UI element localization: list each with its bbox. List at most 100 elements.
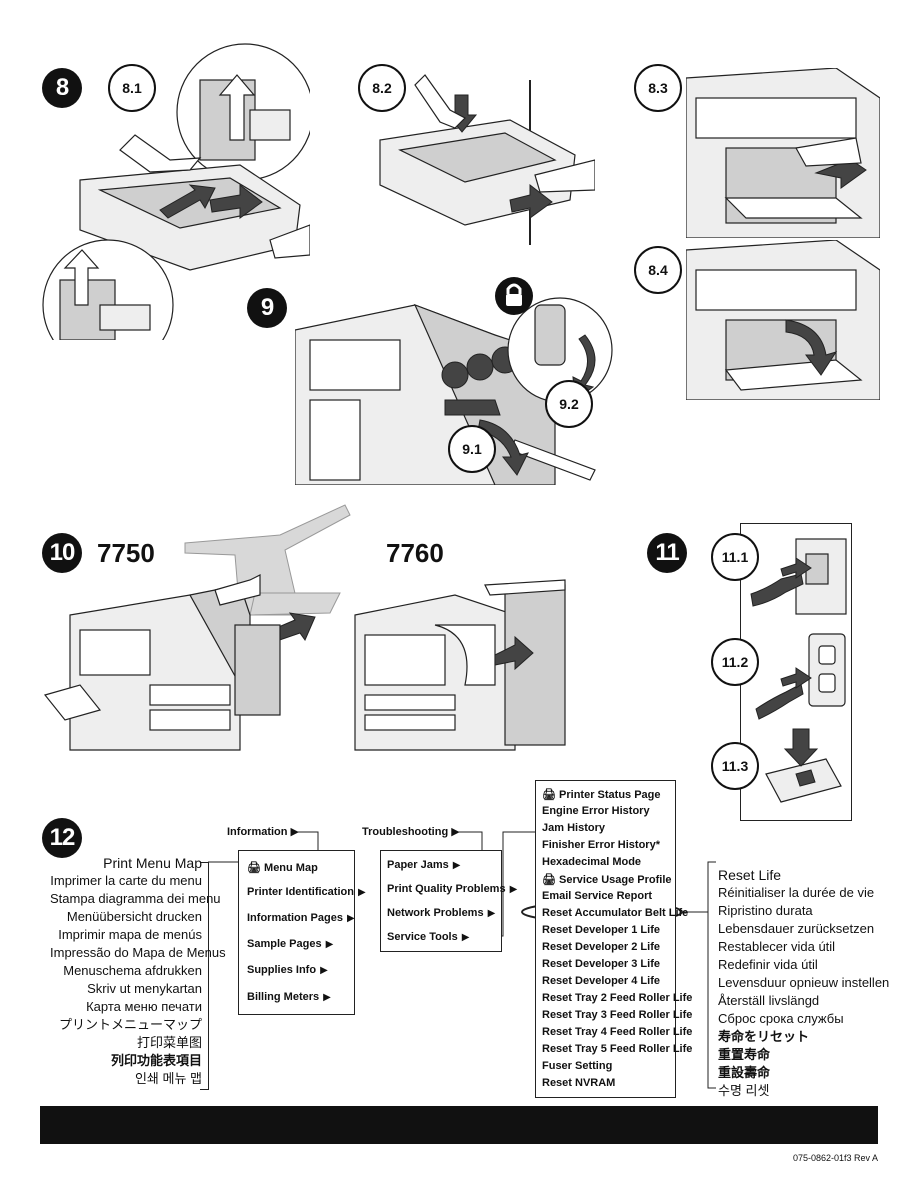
up-arrow-icon-2 [63,249,100,306]
chevron-right-icon: ▶ [461,932,470,943]
hand-left [119,134,202,173]
menu-item-reset-developer-4-life[interactable]: Reset Developer 4 Life [542,975,660,987]
menu-item-service-tools[interactable]: Service Tools▶ [387,931,470,943]
menu-map-bracket [200,862,209,1090]
menu-item-fuser-setting[interactable]: Fuser Setting [542,1060,613,1072]
push-arrow-icon [209,183,263,219]
step-10-badge: 10 [42,533,82,573]
menu-item-reset-nvram[interactable]: Reset NVRAM [542,1077,616,1089]
menu-map-lead: Print Menu Map [103,855,202,871]
finisher-ghost [184,504,351,616]
step-8-2-illustration [379,74,595,245]
step-8-4-label: 8.4 [634,246,682,294]
menu-item-sample-pages[interactable]: Sample Pages▶ [247,938,334,950]
troubleshooting-panel: Paper Jams▶ Print Quality Problems▶ Netw… [380,850,517,952]
menu-item-reset-developer-2-life[interactable]: Reset Developer 2 Life [542,941,660,953]
menu-map-lang: Skriv ut menykartan [87,981,202,996]
reset-life-lang: Redefinir vida útil [718,957,818,972]
model-7760-label: 7760 [386,538,444,568]
menu-item-reset-tray-4-feed-roller-life[interactable]: Reset Tray 4 Feed Roller Life [542,1026,693,1038]
step-9-1-label: 9.1 [448,425,496,473]
model-7750-label: 7750 [97,538,155,568]
step-11-illustration [750,538,847,803]
menu-item-supplies-info[interactable]: Supplies Info▶ [247,964,328,976]
step-9-badge: 9 [247,288,287,328]
step-8-1-illustration [42,43,310,340]
step-8-2-label: 8.2 [358,64,406,112]
document-number: 075-0862-01f3 Rev A [792,1153,878,1163]
menu-map-languages: Print Menu Map Imprimer la carte du menu… [50,854,226,1088]
menu-map-lang: Карта меню печати [86,999,202,1014]
menu-item-finisher-error-history[interactable]: Finisher Error History* [542,839,660,851]
menu-item-reset-developer-3-life[interactable]: Reset Developer 3 Life [542,958,660,970]
lock-lever [534,304,566,366]
chevron-right-icon: ▶ [509,884,518,895]
menu-item-jam-history[interactable]: Jam History [542,822,605,834]
troubleshooting-label: Troubleshooting ▶ [362,826,460,838]
step-8-4-illustration [686,240,880,400]
push-arrow-icon-2 [509,183,553,219]
menu-item-engine-error-history[interactable]: Engine Error History [542,805,650,817]
wall-outlet [808,633,846,707]
menu-item-reset-developer-1-life[interactable]: Reset Developer 1 Life [542,924,660,936]
menu-item-paper-jams[interactable]: Paper Jams▶ [387,859,461,871]
model-7750-illustration [43,504,351,751]
menu-item-printer-status-page[interactable]: 🖨 Printer Status Page [542,789,661,801]
step-8-badge: 8 [42,68,82,108]
reset-life-lang: Återställ livslängd [718,993,820,1008]
menu-item-reset-tray-5-feed-roller-life[interactable]: Reset Tray 5 Feed Roller Life [542,1043,693,1055]
menu-item-printer-identification[interactable]: Printer Identification▶ [247,886,366,898]
reset-life-lang: Ripristino durata [718,903,813,918]
push-arrow-icon-4 [494,635,534,671]
plug-arrow-icon [780,557,812,579]
step-8-3-label: 8.3 [634,64,682,112]
menu-item-network-problems[interactable]: Network Problems▶ [387,907,496,919]
chevron-right-icon: ▶ [487,908,496,919]
reset-life-lang: Сброс срока службы [718,1011,844,1026]
printer-icon: 🖨 [542,789,560,801]
menu-map-lang: Menüübersicht drucken [66,909,202,924]
menu-item-menu-map[interactable]: 🖨 Menu Map [247,862,318,874]
menu-item-hexadecimal-mode[interactable]: Hexadecimal Mode [542,856,642,868]
menu-item-reset-tray-2-feed-roller-life[interactable]: Reset Tray 2 Feed Roller Life [542,992,693,1004]
chevron-right-icon: ▶ [325,939,334,950]
printer-icon: 🖨 [542,874,560,886]
chevron-right-icon: ▶ [320,965,328,976]
menu-item-service-usage-profile[interactable]: 🖨 Service Usage Profile [542,874,672,886]
information-panel: 🖨 Menu Map Printer Identification▶ Infor… [238,850,366,1015]
information-label: Information ▶ [227,826,300,838]
reset-life-languages: Reset Life Réinitialiser la durée de vie… [718,866,889,1100]
step-8-1-label: 8.1 [108,64,156,112]
menu-map-lang: Menuschema afdrukken [63,963,202,978]
reset-life-lang: 重置寿命 [718,1047,771,1062]
menu-item-reset-tray-3-feed-roller-life[interactable]: Reset Tray 3 Feed Roller Life [542,1009,693,1021]
chevron-right-icon: ▶ [452,860,461,871]
menu-map-lang: Stampa diagramma dei menu [50,891,221,906]
menu-item-information-pages[interactable]: Information Pages▶ [247,912,355,924]
menu-map-lang: プリントメニューマップ [58,1017,202,1032]
hand-3 [795,137,862,167]
menu-item-billing-meters[interactable]: Billing Meters▶ [247,991,331,1003]
menu-map-lang: 인쇄 메뉴 맵 [134,1071,202,1086]
power-cord-icon-2 [755,683,804,720]
reset-life-lang: 수명 리셋 [718,1083,770,1098]
menu-item-reset-accumulator-belt-life[interactable]: Reset Accumulator Belt Life [542,907,689,919]
chevron-right-icon: ▶ [357,887,366,898]
plug-arrow-icon-2 [780,667,812,689]
step-9-illustration [295,297,613,485]
reset-life-lang: Levensduur opnieuw instellen [718,975,890,990]
model-7760-illustration [354,579,566,751]
menu-item-email-service-report[interactable]: Email Service Report [542,890,653,902]
menu-map-lang: 列印功能表項目 [110,1053,202,1068]
service-tools-panel: 🖨 Printer Status Page Engine Error Histo… [535,780,692,1098]
printer-icon: 🖨 [247,862,265,874]
step-11-badge: 11 [647,533,687,573]
chevron-right-icon: ▶ [323,992,331,1003]
arrow-icon [159,184,216,219]
step-9-2-label: 9.2 [545,380,593,428]
menu-map-lang: 打印菜单图 [136,1035,202,1050]
door [724,359,863,391]
menu-item-print-quality-problems[interactable]: Print Quality Problems▶ [387,883,518,895]
step-11-2-label: 11.2 [711,638,759,686]
reset-life-lang: Lebensdauer zurücksetzen [718,921,875,936]
